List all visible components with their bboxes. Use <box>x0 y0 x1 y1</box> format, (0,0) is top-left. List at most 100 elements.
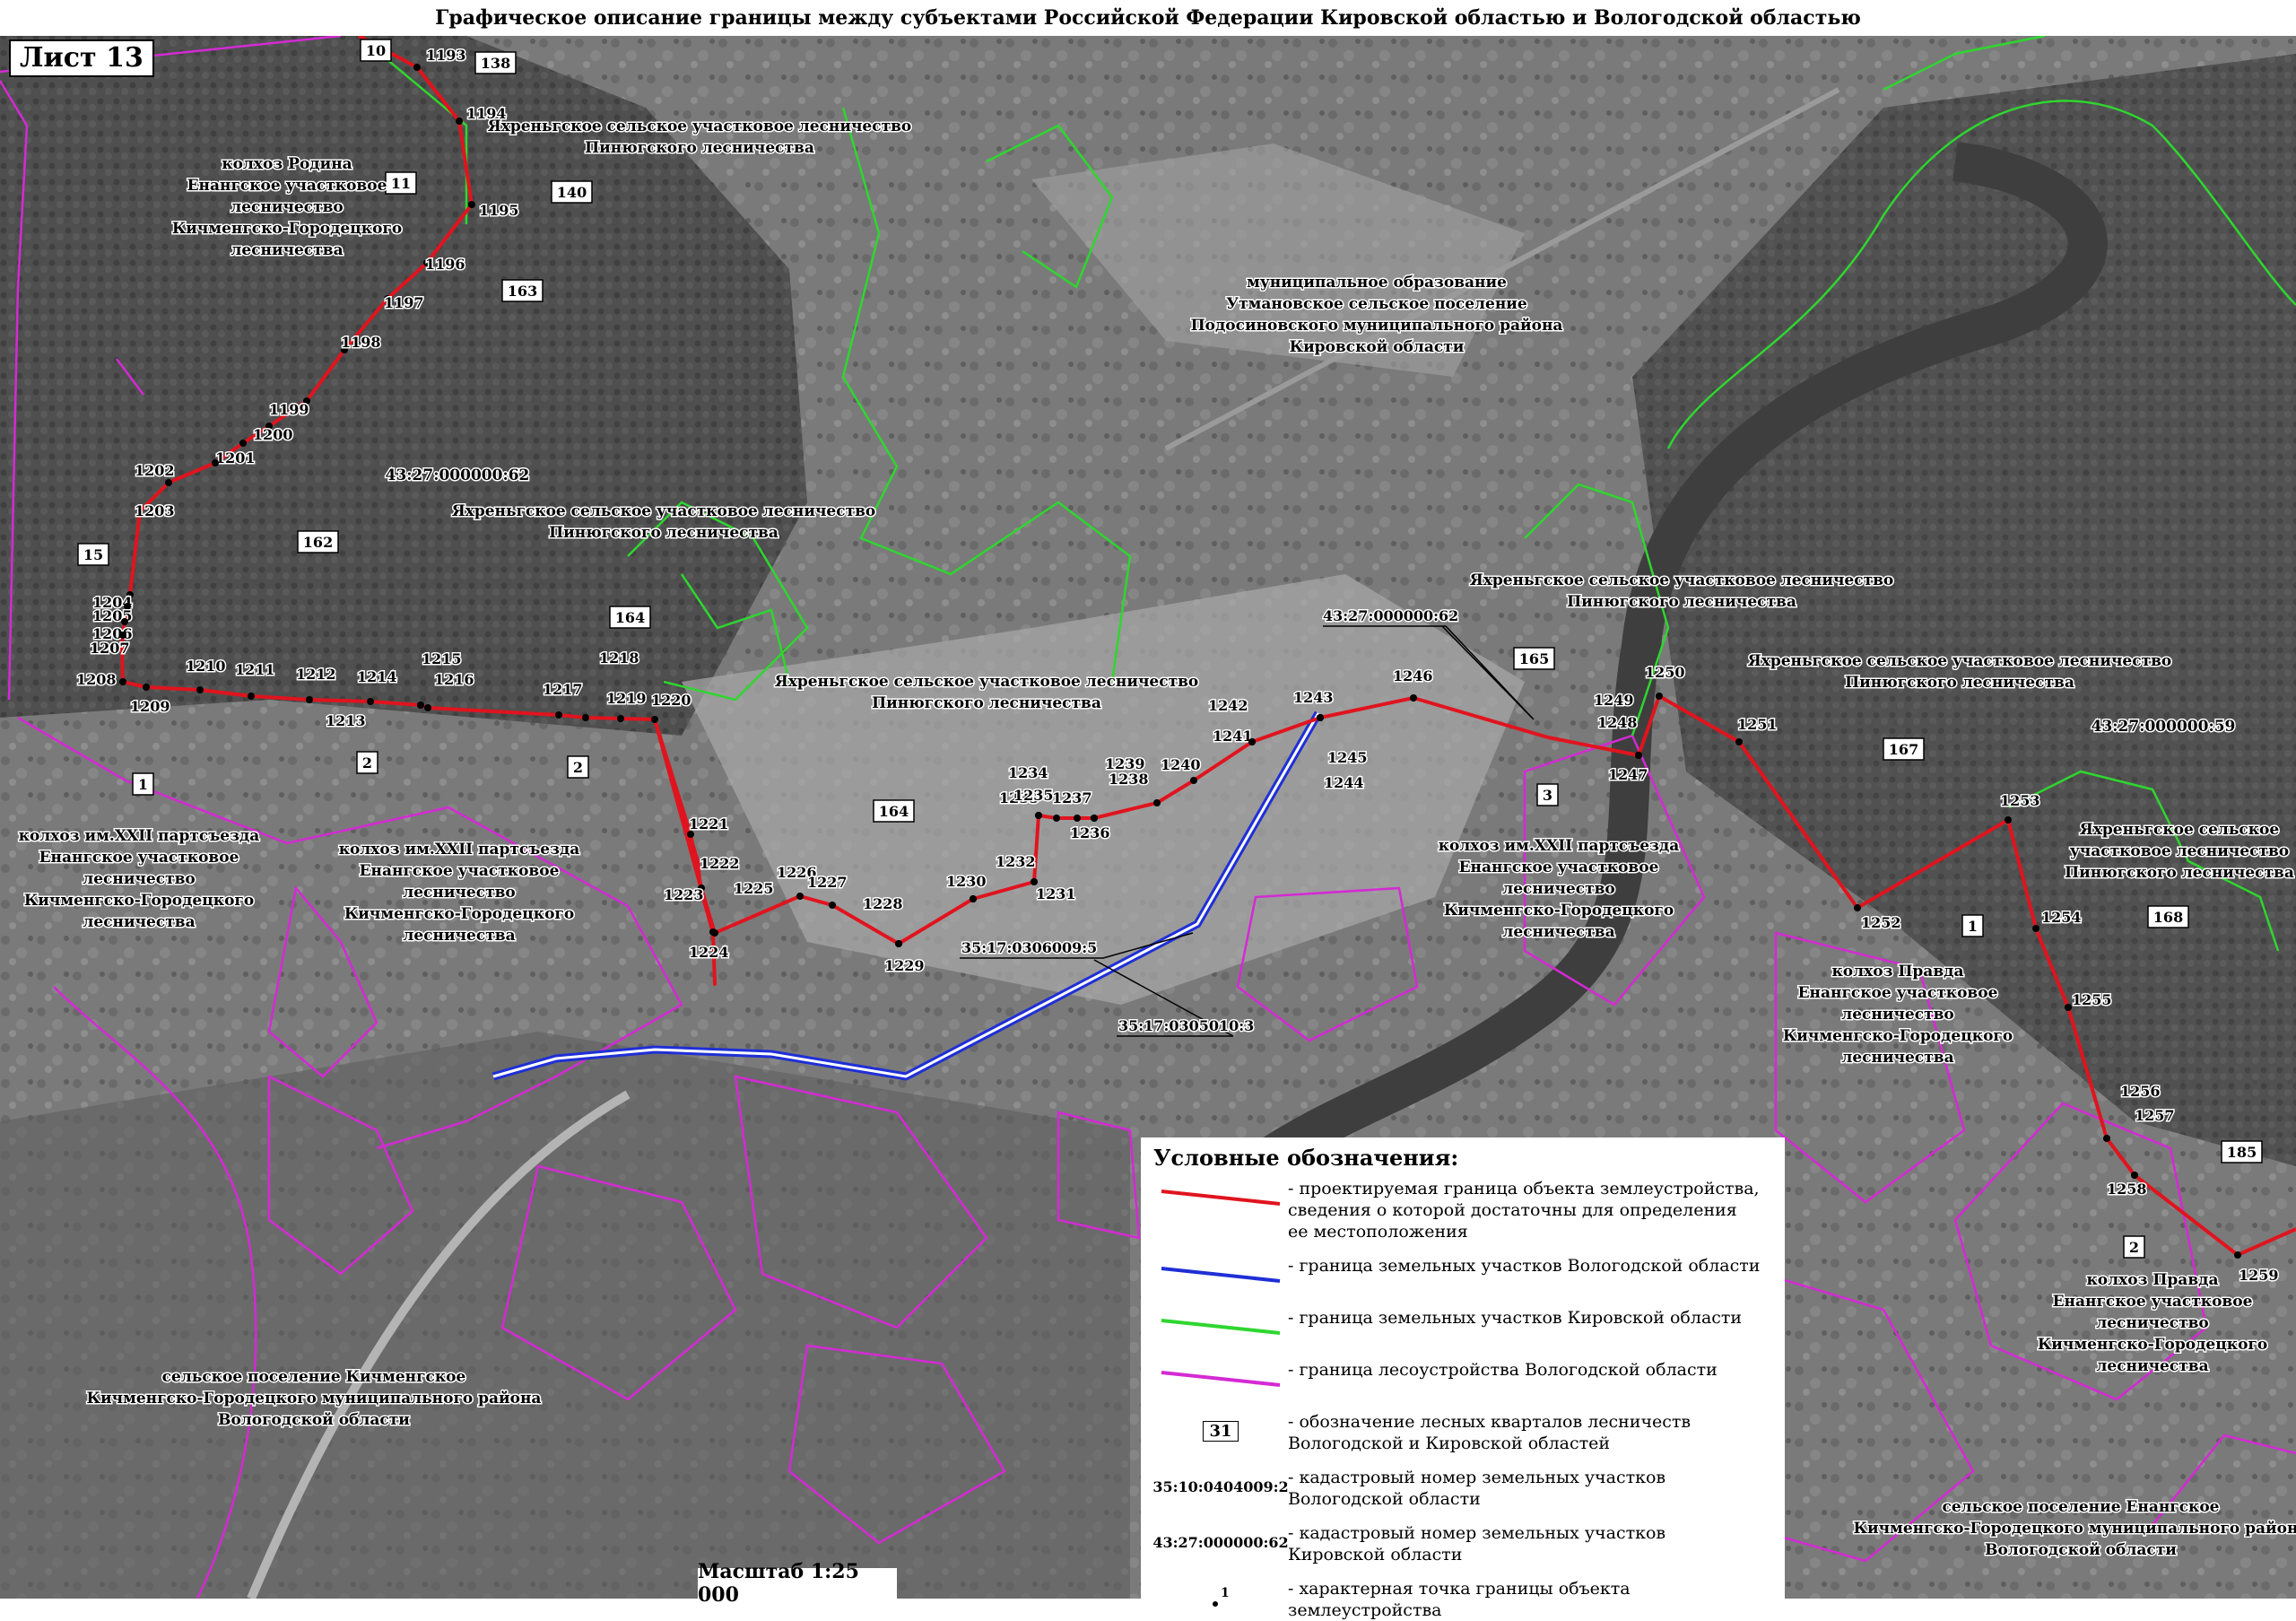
boundary-point-label-1202: 1202 <box>135 462 175 479</box>
legend-item-magenta-line: - граница лесоустройства Вологодской обл… <box>1153 1359 1772 1399</box>
boundary-point-label-1196: 1196 <box>425 256 465 273</box>
svg-text:1: 1 <box>1968 918 1978 935</box>
legend-text: - обозначение лесных кварталов лесничест… <box>1288 1412 1692 1453</box>
legend-item-point: 1- характерная точка границы объекта зем… <box>1153 1578 1772 1621</box>
boundary-point-label-1201: 1201 <box>215 449 256 466</box>
cadastral-callout-label: 35:17:0306009:5 <box>961 939 1097 956</box>
legend-text: - граница земельных участков Вологодской… <box>1288 1256 1761 1276</box>
area-label: 43:27:000000:62 <box>386 466 530 484</box>
boundary-point-1235 <box>1053 815 1060 822</box>
boundary-point-1212 <box>306 696 313 703</box>
svg-text:138: 138 <box>481 55 510 72</box>
boundary-point-label-1250: 1250 <box>1645 664 1685 681</box>
svg-text:140: 140 <box>557 184 587 201</box>
svg-text:164: 164 <box>879 803 909 820</box>
cadastral-callout-lines <box>960 625 1535 1037</box>
map-canvas[interactable]: 1193119411951196119711981199120012011202… <box>0 36 2296 1599</box>
forest-quarter-10: 10 <box>360 39 392 62</box>
forest-quarter-3: 3 <box>1536 783 1559 806</box>
legend-item-red-line: - проектируемая граница объекта землеуст… <box>1153 1178 1772 1242</box>
boundary-point-1255 <box>2065 1004 2072 1011</box>
forest-quarter-164: 164 <box>609 606 651 629</box>
boundary-point-label-1208: 1208 <box>76 671 117 688</box>
boundary-point-label-1257: 1257 <box>2135 1107 2175 1124</box>
boundary-point-1200 <box>265 423 273 430</box>
boundary-point-label-1209: 1209 <box>130 698 170 715</box>
map-title-text: Графическое описание границы между субъе… <box>435 6 1861 30</box>
area-label: Яхреньгское сельское участковое лесничес… <box>1748 652 2172 692</box>
boundary-point-1202 <box>212 459 219 466</box>
vologda-parcel-boundary <box>491 710 1322 1081</box>
boundary-point-label-1228: 1228 <box>863 895 903 912</box>
boundary-point-label-1240: 1240 <box>1161 756 1201 773</box>
boundary-point-label-1207: 1207 <box>90 640 130 657</box>
legend-symbol <box>1153 1178 1288 1217</box>
scale-label: Масштаб 1:25 000 <box>698 1560 897 1607</box>
legend-items: - проектируемая граница объекта землеуст… <box>1152 1178 1772 1621</box>
boundary-point-label-1212: 1212 <box>296 666 336 683</box>
svg-text:185: 185 <box>2227 1144 2257 1161</box>
legend-symbol <box>1153 1255 1288 1294</box>
cadastral-callout-label: 35:17:0305010:3 <box>1118 1017 1254 1034</box>
sheet-label-text: Лист 13 <box>20 42 144 74</box>
boundary-point-label-1242: 1242 <box>1208 697 1248 714</box>
boundary-point-label-1216: 1216 <box>434 671 474 688</box>
boundary-point-1220 <box>651 716 658 723</box>
boundary-point-label-1247: 1247 <box>1608 766 1648 783</box>
boundary-point-1197 <box>384 295 391 302</box>
boundary-point-label-1219: 1219 <box>606 690 647 707</box>
boundary-point-1242 <box>1248 738 1256 745</box>
boundary-point-1198 <box>341 346 348 353</box>
forest-quarter-164: 164 <box>873 799 915 823</box>
svg-text:2: 2 <box>2129 1239 2139 1256</box>
forest-quarter-162: 162 <box>297 530 339 553</box>
boundary-point-1207 <box>119 632 126 639</box>
boundary-point-1221 <box>687 831 694 838</box>
svg-text:2: 2 <box>362 754 372 771</box>
svg-text:2: 2 <box>573 759 583 776</box>
legend-item-blue-line: - граница земельных участков Вологодской… <box>1153 1255 1772 1294</box>
boundary-point-1209 <box>143 684 150 691</box>
boundary-point-label-1237: 1237 <box>1052 789 1092 806</box>
svg-text:10: 10 <box>366 42 386 59</box>
boundary-point-label-1221: 1221 <box>689 815 729 832</box>
boundary-point-1256 <box>2103 1135 2110 1142</box>
boundary-point-label-1239: 1239 <box>1105 755 1145 772</box>
legend-item-green-line: - граница земельных участков Кировской о… <box>1153 1307 1772 1346</box>
scale-text: Масштаб 1:25 000 <box>698 1560 859 1607</box>
boundary-point-label-1220: 1220 <box>651 692 691 709</box>
boundary-point-label-1217: 1217 <box>543 681 583 698</box>
boundary-point-label-1254: 1254 <box>2041 909 2082 926</box>
forest-quarter-140: 140 <box>551 180 593 204</box>
boundary-point-1199 <box>303 397 310 405</box>
boundary-point-label-1245: 1245 <box>1327 749 1368 766</box>
road <box>1164 87 1840 451</box>
boundary-point-label-1200: 1200 <box>253 426 293 443</box>
boundary-point-1211 <box>248 693 255 700</box>
svg-text:11: 11 <box>391 175 411 192</box>
boundary-point-1213 <box>367 698 374 705</box>
boundary-point-1208 <box>119 678 126 685</box>
boundary-point-label-1199: 1199 <box>269 401 309 418</box>
forest-quarter-11: 11 <box>385 171 417 195</box>
svg-text:163: 163 <box>508 283 537 300</box>
boundary-point-label-1235: 1235 <box>1013 787 1054 804</box>
boundary-point-1258 <box>2131 1172 2138 1179</box>
boundary-point-label-1215: 1215 <box>422 650 462 667</box>
boundary-point-1234 <box>1035 812 1042 819</box>
svg-text:164: 164 <box>615 609 645 626</box>
boundary-point-1203 <box>165 479 172 486</box>
boundary-point-label-1226: 1226 <box>777 864 817 881</box>
boundary-point-label-1203: 1203 <box>135 502 175 519</box>
boundary-points: 1193119411951196119711981199120012011202… <box>75 46 2281 1285</box>
boundary-point-1196 <box>423 259 430 266</box>
boundary-point-1195 <box>468 201 475 208</box>
satellite-background <box>0 36 2296 1599</box>
